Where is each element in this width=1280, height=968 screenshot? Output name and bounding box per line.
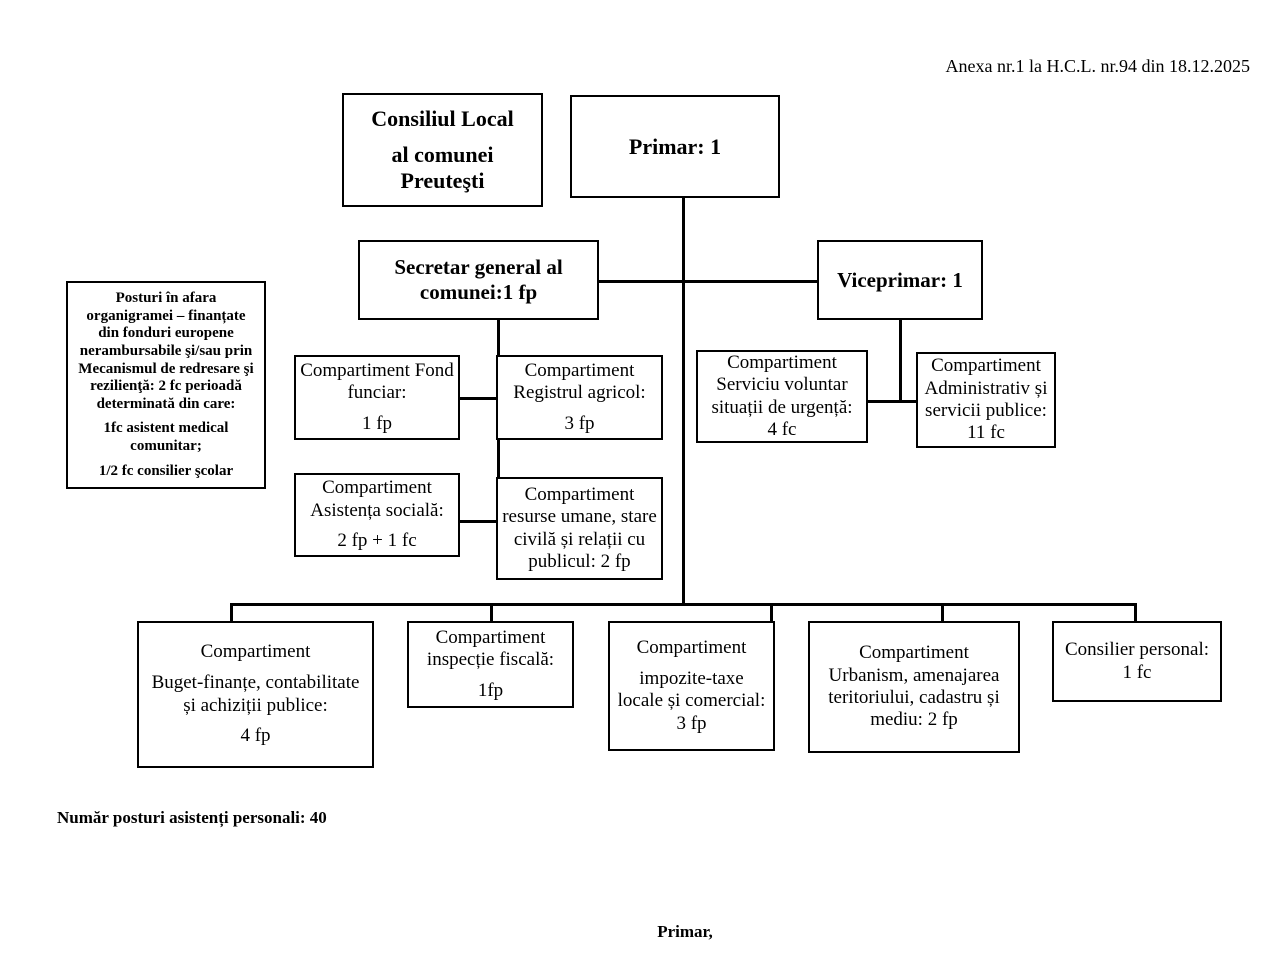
annex-header-note: Anexa nr.1 la H.C.L. nr.94 din 18.12.202… <box>945 56 1250 76</box>
resurse-umane-line-1: Compartiment <box>524 483 635 505</box>
inspectie-fiscala-line-2: inspecție fiscală: <box>426 649 555 671</box>
consilier-personal-line-1: Consilier personal: <box>1064 639 1210 661</box>
administrativ-line-1: Compartiment <box>931 355 1041 377</box>
buget-finante-line-2: Buget-finanțe, contabilitate <box>151 672 360 694</box>
connector-drop-buget-finante <box>230 603 233 621</box>
fond-funciar-line-2: funciar: <box>347 382 407 404</box>
connector-drop-consilier-personal <box>1134 603 1137 621</box>
inspectie-fiscala-line-3: 1fp <box>477 679 504 701</box>
note-line-2: organigramei – finanțate <box>86 307 246 324</box>
signature-role: Primar, <box>657 922 713 941</box>
registrul-agricol-line-2: Registrul agricol: <box>513 382 646 404</box>
box-urbanism[interactable]: Compartiment Urbanism, amenajarea terito… <box>808 621 1020 753</box>
impozite-taxe-line-2: impozite-taxe <box>639 667 744 689</box>
administrativ-line-2: Administrativ și <box>924 377 1048 399</box>
connector-drop-urbanism <box>941 603 944 621</box>
signature-block: Primar, Ion VASILIU <box>560 882 810 968</box>
note-line-5: Mecanismul de redresare şi <box>78 360 254 377</box>
box-consilier-personal[interactable]: Consilier personal: 1 fc <box>1052 621 1222 702</box>
connector-stub-svsu <box>866 400 902 403</box>
box-administrativ-servicii-publice[interactable]: Compartiment Administrativ și servicii p… <box>916 352 1056 448</box>
note-line-7: determinată din care: <box>96 395 236 412</box>
note-line-3: din fonduri europene <box>98 325 234 342</box>
buget-finante-line-3: și achiziții publice: <box>183 694 328 716</box>
consiliul-local-line-1: Consiliul Local <box>371 106 514 132</box>
secretar-line-1: Secretar general al <box>394 255 563 280</box>
box-asistenta-sociala[interactable]: Compartiment Asistența socială: 2 fp + 1… <box>294 473 460 557</box>
box-fond-funciar[interactable]: Compartiment Fond funciar: 1 fp <box>294 355 460 440</box>
connector-primar-trunk <box>682 198 685 605</box>
svsu-line-2: Serviciu voluntar <box>716 374 848 396</box>
note-line-9: comunitar; <box>130 438 202 455</box>
note-line-10: 1/2 fc consilier şcolar <box>98 462 234 479</box>
viceprimar-line-1: Viceprimar: 1 <box>837 267 963 292</box>
secretar-line-2: comunei:1 fp <box>419 280 538 304</box>
connector-drop-impozite-taxe <box>770 603 773 621</box>
consiliul-local-line-2: al comunei <box>391 141 494 167</box>
impozite-taxe-line-4: 3 fp <box>676 712 707 734</box>
box-primar[interactable]: Primar: 1 <box>570 95 780 198</box>
box-resurse-umane[interactable]: Compartiment resurse umane, stare civilă… <box>496 477 663 580</box>
note-line-4: nerambursabile şi/sau prin <box>79 342 253 359</box>
registrul-agricol-line-1: Compartiment <box>524 359 635 381</box>
connector-bottom-bar <box>230 603 1137 606</box>
box-serviciu-voluntar-situatii-urgenta[interactable]: Compartiment Serviciu voluntar situații … <box>696 350 868 443</box>
asistenta-sociala-line-2: Asistența socială: <box>310 499 444 521</box>
svsu-line-1: Compartiment <box>727 351 837 373</box>
note-line-8: 1fc asistent medical <box>103 420 229 437</box>
urbanism-line-4: mediu: 2 fp <box>870 709 958 731</box>
asistenta-sociala-line-3: 2 fp + 1 fc <box>337 530 417 552</box>
consiliul-local-line-3: Preuteşti <box>400 167 485 193</box>
box-impozite-taxe[interactable]: Compartiment impozite-taxe locale și com… <box>608 621 775 751</box>
connector-drop-inspectie-fiscala <box>490 603 493 621</box>
fond-funciar-line-3: 1 fp <box>361 412 393 434</box>
connector-viceprimar-spine <box>899 320 902 402</box>
administrativ-line-3: servicii publice: <box>925 400 1047 421</box>
note-line-6: rezilienţă: 2 fc perioadă <box>90 378 242 395</box>
svsu-line-4: 4 fc <box>767 418 797 440</box>
connector-stub-fond-funciar <box>459 397 500 400</box>
administrativ-line-4: 11 fc <box>967 422 1005 444</box>
box-registrul-agricol[interactable]: Compartiment Registrul agricol: 3 fp <box>496 355 663 440</box>
connector-stub-administrativ <box>899 400 918 403</box>
impozite-taxe-line-3: locale și comercial: <box>617 690 766 712</box>
primar-line-1: Primar: 1 <box>628 133 722 159</box>
box-buget-finante[interactable]: Compartiment Buget-finanțe, contabilitat… <box>137 621 374 768</box>
note-line-1: Posturi în afara <box>115 289 217 306</box>
footer-assistants-count: Număr posturi asistenți personali: 40 <box>57 808 327 827</box>
urbanism-line-1: Compartiment <box>859 642 969 664</box>
box-viceprimar[interactable]: Viceprimar: 1 <box>817 240 983 320</box>
buget-finante-line-4: 4 fp <box>240 725 271 747</box>
consilier-personal-line-2: 1 fc <box>1122 661 1152 683</box>
resurse-umane-line-3: civilă și relații cu <box>513 528 646 550</box>
resurse-umane-line-2: resurse umane, stare <box>502 506 657 528</box>
svsu-line-3: situații de urgență: <box>711 396 853 418</box>
impozite-taxe-line-1: Compartiment <box>636 636 747 658</box>
registrul-agricol-line-3: 3 fp <box>564 412 595 434</box>
box-off-organigram-note[interactable]: Posturi în afara organigramei – finanțat… <box>66 281 266 489</box>
connector-stub-asistenta-sociala <box>459 520 500 523</box>
fond-funciar-line-1: Compartiment Fond <box>300 359 454 381</box>
box-secretar-general[interactable]: Secretar general al comunei:1 fp <box>358 240 599 320</box>
asistenta-sociala-line-1: Compartiment <box>322 477 432 499</box>
box-consiliul-local[interactable]: Consiliul Local al comunei Preuteşti <box>342 93 543 207</box>
connector-secretar-viceprimar <box>598 280 820 283</box>
inspectie-fiscala-line-1: Compartiment <box>435 626 546 648</box>
box-inspectie-fiscala[interactable]: Compartiment inspecție fiscală: 1fp <box>407 621 574 708</box>
resurse-umane-line-4: publicul: 2 fp <box>528 550 631 572</box>
buget-finante-line-1: Compartiment <box>200 641 311 663</box>
urbanism-line-3: teritoriului, cadastru și <box>828 687 1000 708</box>
urbanism-line-2: Urbanism, amenajarea <box>828 664 1000 686</box>
